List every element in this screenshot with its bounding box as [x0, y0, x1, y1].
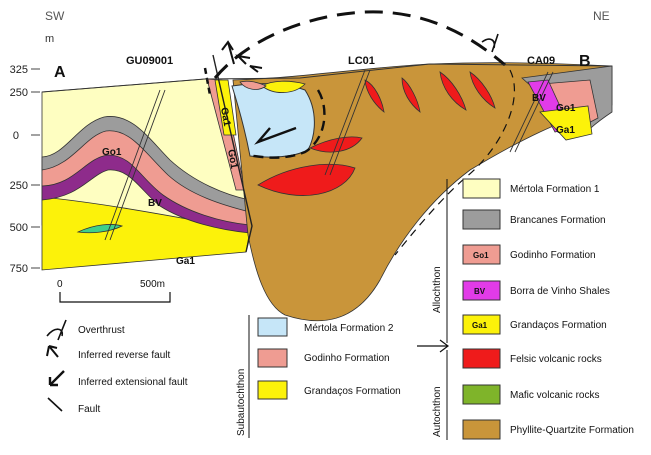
allochthon-title: Allochthon [432, 266, 443, 313]
section-end-a: A [54, 64, 66, 81]
scale-bar: 0 500m [57, 279, 170, 302]
fault-symbol-cluster [222, 42, 262, 72]
allochthon-legend: Allochthon Mértola Formation 1 Brancanes… [432, 179, 610, 343]
swatch-ga1-code: Ga1 [472, 321, 488, 330]
fault-icon [48, 398, 62, 411]
section-end-b: B [579, 53, 591, 70]
unit-go1-label: Go1 [102, 147, 122, 158]
legend-fault-label: Fault [78, 404, 100, 415]
depth-axis-ticks: 325 250 0 250 500 750 [10, 64, 28, 275]
depth-tick: 325 [10, 64, 28, 76]
swatch-grandacos-sub [258, 381, 287, 399]
legend-mertola-2-label: Mértola Formation 2 [304, 323, 394, 334]
swatch-mafic [463, 385, 500, 404]
legend-grandacos-sub-label: Grandaços Formation [304, 386, 401, 397]
legend-inferred-reverse-label: Inferred reverse fault [78, 350, 170, 361]
autochthon-legend: Autochthon Felsic volcanic rocks Mafic v… [432, 349, 634, 440]
swatch-phyllite-quartzite [463, 420, 500, 439]
depth-unit-label: m [45, 33, 54, 45]
orientation-sw-label: SW [45, 9, 65, 23]
swatch-mertola-2 [258, 318, 287, 336]
autochthon-title: Autochthon [432, 386, 443, 437]
unit-bv-label: BV [148, 198, 162, 209]
inferred-extensional-fault-icon [50, 371, 64, 385]
swatch-brancanes [463, 210, 500, 229]
legend-phyllite-quartzite-label: Phyllite-Quartzite Formation [510, 425, 634, 436]
borehole-lc01-label: LC01 [348, 55, 375, 67]
inferred-reverse-fault-icon [47, 346, 58, 357]
unit-ga1-right-label: Ga1 [556, 125, 575, 136]
overthrust-icon [47, 320, 66, 340]
legend-overthrust-label: Overthrust [78, 325, 125, 336]
depth-tick: 0 [13, 130, 19, 142]
borehole-gu09001-label: GU09001 [126, 55, 173, 67]
legend-link-arrow [417, 340, 448, 352]
legend-mafic-label: Mafic volcanic rocks [510, 390, 599, 401]
swatch-bv-code: BV [474, 287, 486, 296]
swatch-mertola-1 [463, 179, 500, 198]
unit-ga1-label: Ga1 [176, 256, 195, 267]
legend-borra-de-vinho-label: Borra de Vinho Shales [510, 286, 610, 297]
legend-felsic-label: Felsic volcanic rocks [510, 354, 602, 365]
unit-bv-right-label: BV [532, 93, 546, 104]
depth-tick: 250 [10, 87, 28, 99]
scale-bar-end: 500m [140, 279, 165, 290]
subautochthon-legend: Subautochthon Mértola Formation 2 Godinh… [236, 315, 401, 438]
depth-tick-marks [31, 69, 40, 268]
borehole-ca09-label: CA09 [527, 55, 555, 67]
depth-tick: 500 [10, 222, 28, 234]
orientation-ne-label: NE [593, 9, 610, 23]
swatch-godinho-sub [258, 349, 287, 367]
legend-godinho-allo-label: Godinho Formation [510, 250, 596, 261]
depth-tick: 250 [10, 180, 28, 192]
subautochthon-title: Subautochthon [236, 369, 247, 436]
legend-grandacos-allo-label: Grandaços Formation [510, 320, 607, 331]
legend-inferred-extensional-label: Inferred extensional fault [78, 377, 188, 388]
structure-legend: Overthrust Inferred reverse fault Inferr… [47, 320, 188, 415]
unit-go1-right-label: Go1 [556, 103, 576, 114]
depth-tick: 750 [10, 263, 28, 275]
scale-bar-start: 0 [57, 279, 63, 290]
legend-mertola-1-label: Mértola Formation 1 [510, 184, 600, 195]
legend-godinho-sub-label: Godinho Formation [304, 353, 390, 364]
legend-brancanes-label: Brancanes Formation [510, 215, 606, 226]
swatch-go1-code: Go1 [473, 251, 489, 260]
swatch-felsic [463, 349, 500, 368]
